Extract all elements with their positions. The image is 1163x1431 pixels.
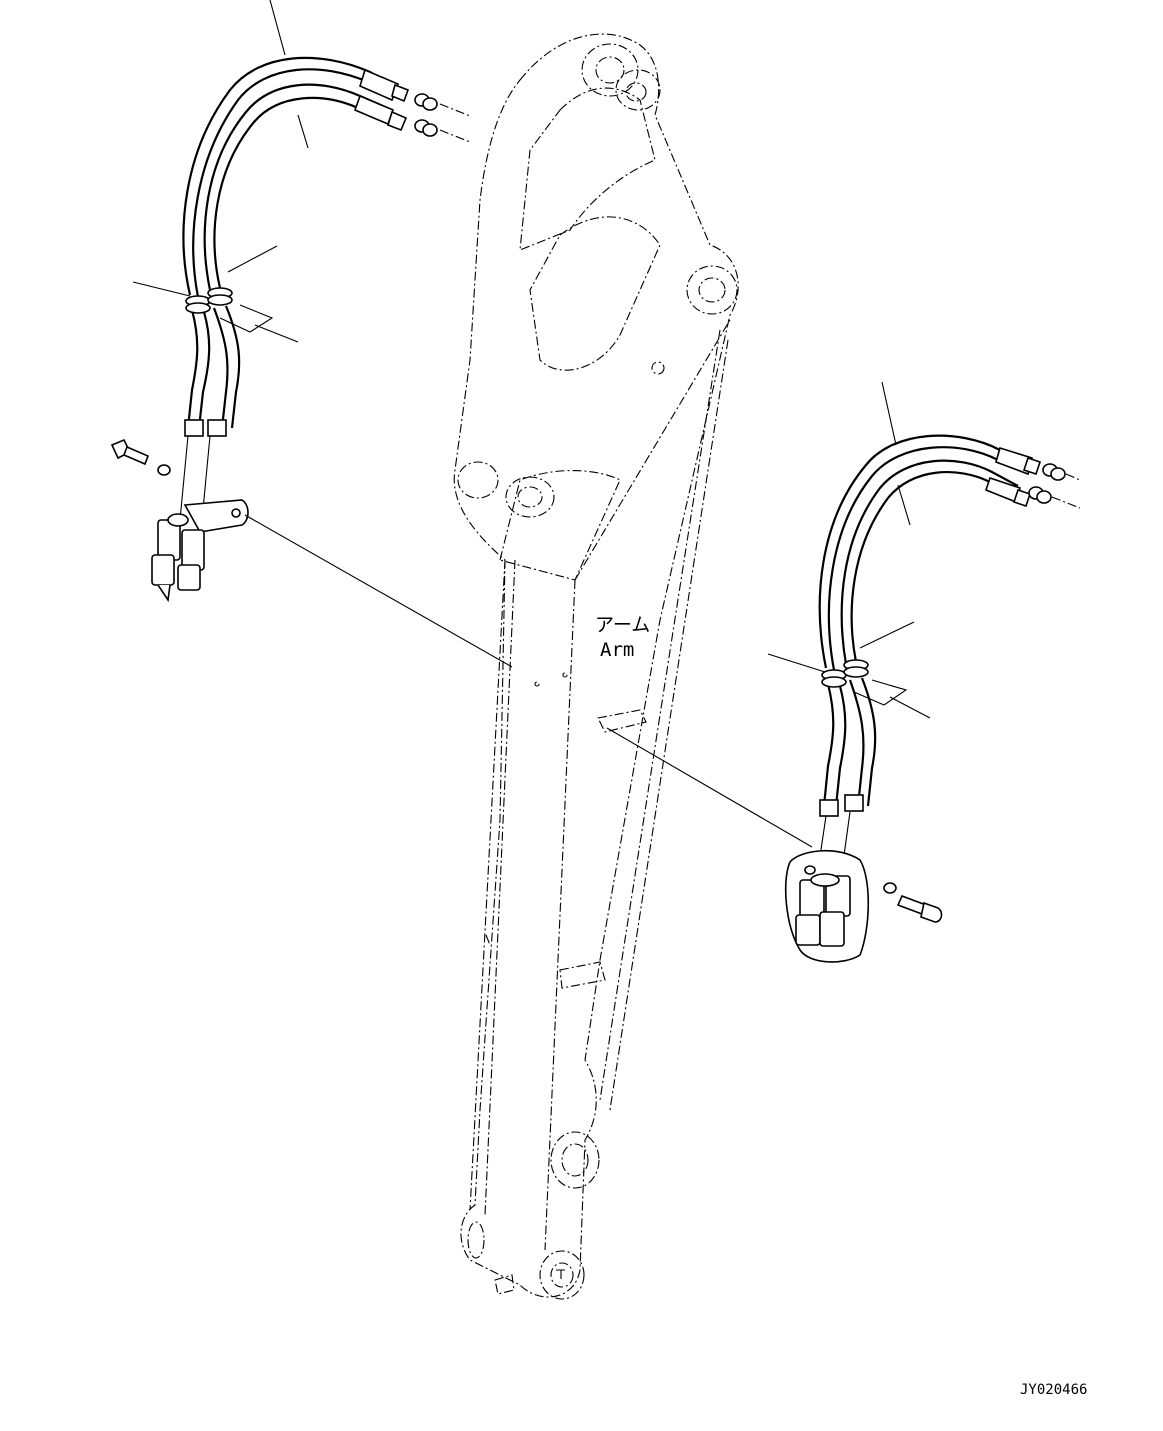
bolt-right (883, 882, 943, 923)
adapter-right (1028, 463, 1081, 509)
adapter-left (414, 93, 471, 143)
hose-right (818, 434, 1042, 817)
clamp-left (185, 287, 274, 333)
leader-line (132, 281, 191, 297)
leader-line (881, 381, 897, 446)
leader-line (269, 0, 286, 56)
leader-line (767, 653, 826, 673)
hose-left (182, 56, 410, 437)
assembly-line (244, 514, 513, 668)
leader-line (889, 696, 931, 719)
leader-line (297, 114, 309, 149)
hose-assembly-left (110, 0, 513, 668)
arm-label-en: Arm (600, 639, 634, 661)
arm-outline (453, 33, 739, 1300)
bolt-left (110, 438, 171, 476)
arm-label-jp: アーム (595, 614, 650, 636)
quick-coupler-right (784, 811, 870, 963)
clamp-right (821, 659, 908, 706)
arm-label: アーム Arm (595, 614, 650, 661)
figure-code: JY020466 (1020, 1382, 1087, 1398)
leader-line (254, 324, 299, 343)
leader-line (897, 484, 911, 526)
assembly-line (606, 727, 813, 848)
quick-coupler-left (151, 435, 249, 603)
leader-line (859, 621, 915, 649)
leader-line (227, 245, 278, 273)
hose-assembly-right (606, 381, 1081, 963)
